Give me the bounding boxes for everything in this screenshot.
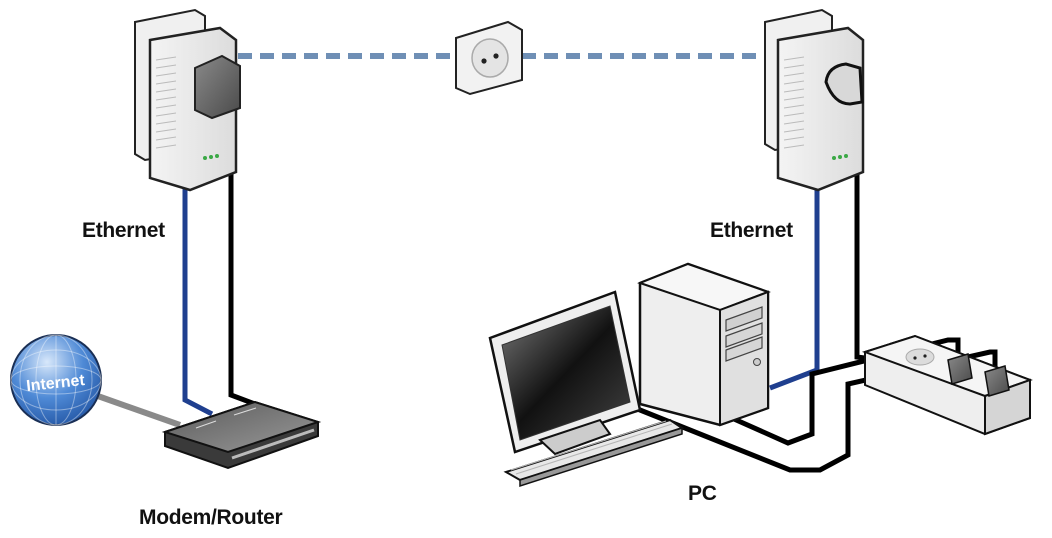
pc-power-cable xyxy=(723,337,961,446)
drive-bay xyxy=(725,322,763,348)
modem-router xyxy=(161,400,322,470)
strip-plug xyxy=(947,353,973,385)
wall-socket xyxy=(455,20,523,96)
ethernet-cable-right xyxy=(769,170,820,391)
keyboard xyxy=(503,418,685,488)
ethernet-cable-left xyxy=(182,180,214,417)
internet-label: Internet xyxy=(25,372,86,395)
strip-plug xyxy=(984,365,1010,397)
plugged-power-plug xyxy=(824,62,864,106)
power-strip xyxy=(861,334,1033,436)
power-button-icon xyxy=(753,358,761,366)
ethernet-label-left: Ethernet xyxy=(82,219,165,242)
drive-bay xyxy=(725,336,763,362)
monitor xyxy=(488,290,642,456)
powerline-adapter-right xyxy=(764,8,865,192)
drive-bay xyxy=(725,306,763,332)
ethernet-label-right: Ethernet xyxy=(710,219,793,242)
status-leds xyxy=(203,154,219,160)
pc-label: PC xyxy=(688,482,717,505)
monitor-power-cable xyxy=(634,349,998,473)
internet-globe-icon: Internet xyxy=(10,334,102,426)
pc-tower xyxy=(637,262,771,427)
status-leds xyxy=(832,154,848,160)
power-cable-left xyxy=(228,110,256,407)
modem-router-label: Modem/Router xyxy=(139,506,283,529)
internet-cable xyxy=(94,392,181,428)
powerline-adapter-left xyxy=(134,8,241,192)
plugged-power-adapter xyxy=(194,54,241,120)
